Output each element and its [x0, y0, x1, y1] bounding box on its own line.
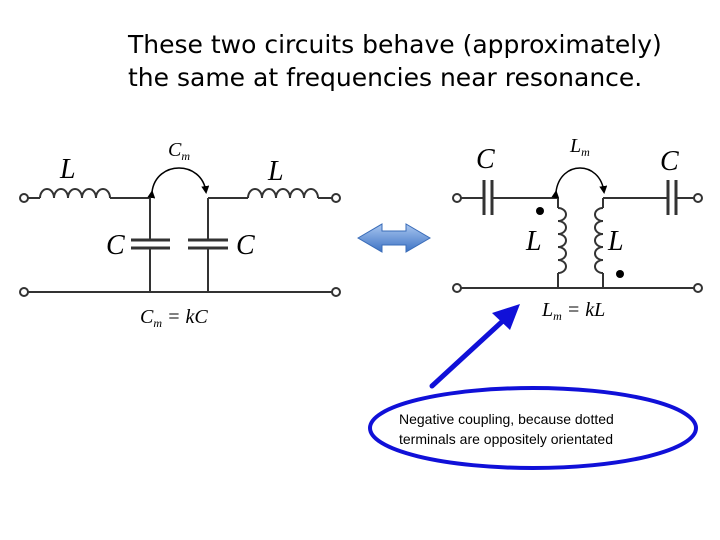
title-line-2: the same at frequencies near resonance.	[128, 63, 643, 92]
inductor-right-coil	[594, 207, 604, 274]
label-inductor-left: L	[59, 154, 76, 185]
inductor-right-coil	[247, 188, 319, 199]
coupling-arc-icon	[551, 167, 608, 199]
label-capacitor-left: C	[106, 230, 125, 261]
slide-title: These two circuits behave (approximately…	[128, 28, 688, 94]
label-coupling: Cm	[168, 139, 190, 163]
pointer-arrow-head	[492, 304, 520, 330]
terminal-left-top	[19, 193, 29, 203]
note-ellipse	[368, 386, 698, 470]
terminal-right-top	[331, 193, 341, 203]
terminal-left-top	[452, 193, 462, 203]
terminal-right-bottom	[693, 283, 703, 293]
label-capacitor-left: C	[476, 144, 495, 175]
pointer-arrow-icon	[429, 315, 509, 389]
terminal-left-bottom	[452, 283, 462, 293]
note-line-1: Negative coupling, because dotted	[399, 411, 614, 427]
right-circuit	[452, 167, 703, 293]
equation-left: Cm = kC	[140, 306, 208, 330]
label-capacitor-right: C	[660, 146, 679, 177]
equation-right: Lm = kL	[541, 299, 605, 323]
left-circuit	[19, 167, 341, 297]
note-callout: Negative coupling, because dotted termin…	[399, 409, 669, 449]
right-circuit-labels: C C L L Lm Lm = kL	[476, 135, 679, 323]
coupling-arc-icon	[147, 167, 210, 199]
note-line-2: terminals are oppositely orientated	[399, 431, 614, 447]
terminal-left-bottom	[19, 287, 29, 297]
inductor-left-coil	[39, 188, 111, 199]
label-coupling: Lm	[569, 135, 590, 159]
polarity-dot-left	[536, 207, 544, 215]
terminal-right-top	[693, 193, 703, 203]
left-circuit-labels: L L C C Cm Cm = kC	[59, 139, 284, 330]
terminal-right-bottom	[331, 287, 341, 297]
double-arrow-icon	[357, 223, 431, 253]
inductor-left-coil	[557, 207, 567, 274]
title-line-1: These two circuits behave (approximately…	[128, 30, 662, 59]
polarity-dot-right	[616, 270, 624, 278]
label-inductor-left: L	[525, 226, 542, 257]
annotation	[368, 304, 698, 470]
label-inductor-right: L	[607, 226, 624, 257]
label-capacitor-right: C	[236, 230, 255, 261]
label-inductor-right: L	[267, 156, 284, 187]
